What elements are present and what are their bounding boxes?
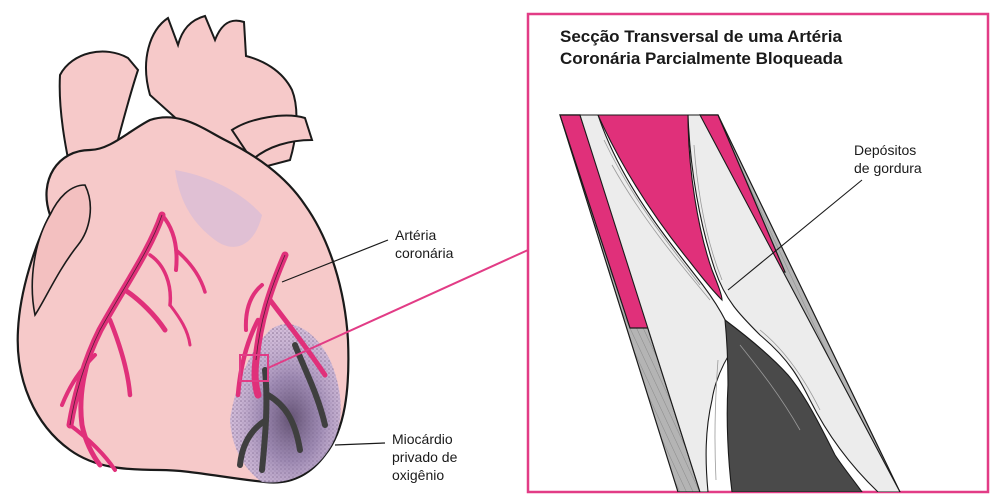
deposits-line-1: Depósitos <box>854 142 916 158</box>
heart-illustration <box>18 16 349 483</box>
inset-panel: Secção Transversal de uma Artéria Coroná… <box>528 14 988 492</box>
inset-title-line-1: Secção Transversal de uma Artéria <box>560 27 842 46</box>
myocardium-line-3: oxigênio <box>392 467 444 483</box>
coronary-artery-line-2: coronária <box>395 245 454 261</box>
inset-title-line-2: Coronária Parcialmente Bloqueada <box>560 49 843 68</box>
deposits-line-2: de gordura <box>854 160 922 176</box>
coronary-artery-line-1: Artéria <box>395 227 436 243</box>
myocardium-line-1: Miocárdio <box>392 431 453 447</box>
myocardium-line-2: privado de <box>392 449 458 465</box>
label-myocardium: Miocárdio privado de oxigênio <box>335 431 458 483</box>
